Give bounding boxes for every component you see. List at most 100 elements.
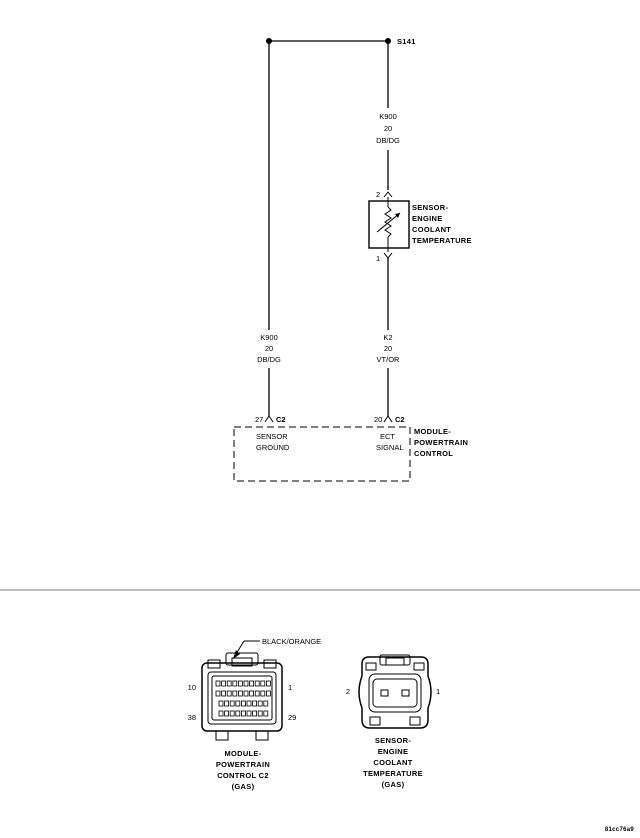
pcm-cavity xyxy=(240,710,246,717)
sensor-conn-ear-left xyxy=(365,662,377,671)
pcm-caption-3: CONTROL C2 xyxy=(217,771,269,780)
pcm-cavity xyxy=(229,710,235,717)
pcm-connector-left: C2 xyxy=(276,415,286,424)
sensor-cavity-1 xyxy=(401,689,410,697)
pcm-pin-left: 27 xyxy=(255,415,263,424)
pcm-face-pin-br: 29 xyxy=(288,713,296,722)
sensor-cavity-2 xyxy=(380,689,389,697)
pcm-caption-2: POWERTRAIN xyxy=(216,760,270,769)
variable-arrow xyxy=(376,212,401,233)
pcm-caption-1: MODULE- xyxy=(224,749,261,758)
pcm-cavity xyxy=(237,690,243,697)
pcm-cavity xyxy=(229,700,235,707)
pcm-conn-bottom-tab-right xyxy=(255,730,269,741)
sensor-name-1: SENSOR- xyxy=(412,203,448,212)
sensor-pin-bottom: 1 xyxy=(376,254,380,263)
wire-top-color: DB/DG xyxy=(376,136,400,145)
sensor-conn-face-inner xyxy=(372,678,418,708)
pcm-cavity xyxy=(232,680,238,687)
pcm-left-func-1: SENSOR xyxy=(256,432,288,441)
pcm-callout-label: BLACK/ORANGE xyxy=(262,637,321,646)
pcm-conn-top-tab-right xyxy=(263,659,277,669)
pcm-pin20-chevron xyxy=(383,415,393,423)
sensor-caption-1: SENSOR- xyxy=(375,736,411,745)
pcm-cavity xyxy=(260,690,266,697)
sensor-caption-2: ENGINE xyxy=(378,747,409,756)
pcm-cavity xyxy=(249,680,255,687)
wire-top-circuit: K900 xyxy=(379,112,397,121)
sensor-conn-bottom-tab-left xyxy=(369,716,381,726)
pcm-cavity xyxy=(243,690,249,697)
sensor-pin2-chevron xyxy=(383,191,393,198)
pcm-pin27-chevron xyxy=(264,415,274,423)
pcm-cavity xyxy=(246,710,252,717)
pcm-conn-latch xyxy=(225,652,259,666)
pcm-cavity xyxy=(215,680,221,687)
pcm-cavity xyxy=(257,700,263,707)
pcm-cavity xyxy=(221,680,227,687)
pcm-cavity xyxy=(235,710,241,717)
sensor-conn-bottom-tab-right xyxy=(409,716,421,726)
thermistor-symbol xyxy=(384,206,392,238)
pcm-face-pin-tr: 1 xyxy=(288,683,292,692)
pcm-cavity xyxy=(252,700,258,707)
pcm-cavity-grid xyxy=(215,680,271,717)
pcm-cavity xyxy=(237,680,243,687)
pcm-cavity xyxy=(226,680,232,687)
pcm-conn-face xyxy=(207,671,277,725)
sensor-conn-face xyxy=(368,673,422,713)
sensor-name-2: ENGINE xyxy=(412,214,443,223)
sensor-caption-5: (GAS) xyxy=(382,780,405,789)
pcm-connector-face: BLACK/ORANGE 10 1 38 29 MODULE- POWERTRA… xyxy=(188,637,322,791)
pcm-name-1: MODULE- xyxy=(414,427,451,436)
pcm-cavity xyxy=(260,680,266,687)
pcm-cavity xyxy=(254,680,260,687)
pcm-cavity xyxy=(224,700,230,707)
sensor-caption-3: COOLANT xyxy=(373,758,412,767)
sensor-conn-latch-inner xyxy=(385,657,405,666)
pcm-module-box xyxy=(233,426,411,482)
sensor-pin1-chevron xyxy=(383,252,393,259)
pcm-cavity xyxy=(254,690,260,697)
variable-arrow-head xyxy=(395,213,400,218)
splice-label: S141 xyxy=(397,37,416,46)
sensor-name-4: TEMPERATURE xyxy=(412,236,472,245)
pcm-cavity xyxy=(243,680,249,687)
pcm-cavity xyxy=(263,710,269,717)
pcm-cavity xyxy=(235,700,241,707)
wire-left-circuit: K900 xyxy=(260,333,278,342)
pcm-cavity xyxy=(265,690,271,697)
pcm-cavity xyxy=(252,710,258,717)
pcm-cavity xyxy=(263,700,269,707)
pcm-conn-body xyxy=(201,662,283,732)
sensor-conn-ear-right xyxy=(413,662,425,671)
wire-top-gauge: 20 xyxy=(384,124,392,133)
sensor-face-pin-left: 2 xyxy=(346,687,350,696)
wire-right-circuit: K2 xyxy=(383,333,392,342)
pcm-caption-4: (GAS) xyxy=(232,782,255,791)
wire-left-color: DB/DG xyxy=(257,355,281,364)
pcm-right-func-2: SIGNAL xyxy=(376,443,404,452)
pcm-name-3: CONTROL xyxy=(414,449,453,458)
pcm-cavity xyxy=(265,680,271,687)
pcm-conn-face-inner xyxy=(211,675,273,721)
pcm-face-pin-bl: 38 xyxy=(188,713,196,722)
sensor-conn-body xyxy=(358,656,432,729)
pcm-connector-right: C2 xyxy=(395,415,405,424)
pcm-right-func-1: ECT xyxy=(380,432,395,441)
pcm-face-pin-tl: 10 xyxy=(188,683,196,692)
pcm-cavity xyxy=(246,700,252,707)
pcm-cavity xyxy=(218,700,224,707)
sensor-caption-4: TEMPERATURE xyxy=(363,769,423,778)
pcm-conn-top-tab-left xyxy=(207,659,221,669)
pcm-cavity xyxy=(218,710,224,717)
pcm-conn-latch-inner xyxy=(231,657,253,667)
pcm-cavity xyxy=(215,690,221,697)
sensor-face-pin-right: 1 xyxy=(436,687,440,696)
pcm-pin-right: 20 xyxy=(374,415,382,424)
figure-id: 81cc76a9 xyxy=(605,827,634,833)
pcm-cavity xyxy=(257,710,263,717)
pcm-cavity xyxy=(249,690,255,697)
pcm-cavity xyxy=(226,690,232,697)
